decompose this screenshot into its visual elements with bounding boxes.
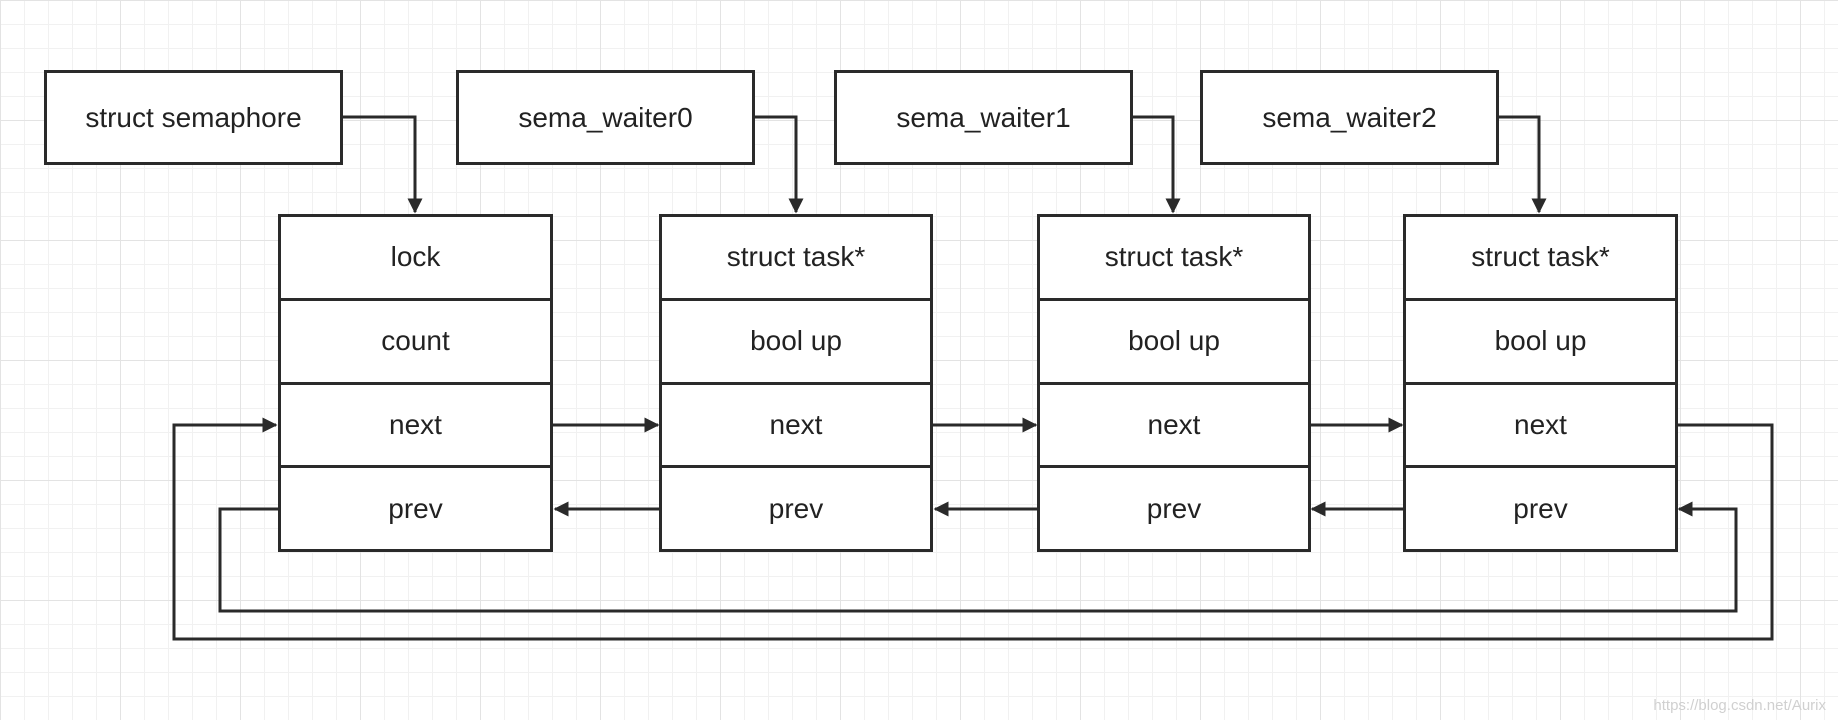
next-field: next — [281, 381, 550, 466]
label-struct-semaphore: struct semaphore — [44, 70, 343, 165]
next-field: next — [1040, 381, 1308, 466]
watermark: https://blog.csdn.net/Aurix — [1653, 697, 1826, 714]
waiter1-struct: struct task* bool up next prev — [1037, 214, 1311, 552]
waiter0-struct: struct task* bool up next prev — [659, 214, 933, 552]
count-field: count — [281, 297, 550, 382]
label-sema-waiter1: sema_waiter1 — [834, 70, 1133, 165]
waiter0-pointer-arrow — [754, 115, 804, 214]
waiter1-pointer-arrow — [1132, 115, 1181, 214]
lock-field: lock — [390, 241, 441, 273]
prev-field: prev — [1406, 465, 1675, 549]
label-sema-waiter0: sema_waiter0 — [456, 70, 755, 165]
task-field: struct task* — [1471, 241, 1610, 273]
prev-wraparound-arrow — [218, 501, 1738, 613]
waiter2-pointer-arrow — [1498, 115, 1547, 214]
semaphore-struct: lock count next prev — [278, 214, 553, 552]
prev-field: prev — [281, 465, 550, 549]
up-field: bool up — [1040, 297, 1308, 382]
prev-field: prev — [1040, 465, 1308, 549]
up-field: bool up — [662, 297, 930, 382]
next-field: next — [662, 381, 930, 466]
task-field: struct task* — [726, 241, 866, 273]
semaphore-pointer-arrow — [342, 115, 423, 214]
waiter2-struct: struct task* bool up next prev — [1403, 214, 1678, 552]
task-field: struct task* — [1104, 241, 1244, 273]
next-field: next — [1406, 381, 1675, 466]
up-field: bool up — [1406, 297, 1675, 382]
label-sema-waiter2: sema_waiter2 — [1200, 70, 1499, 165]
prev-field: prev — [662, 465, 930, 549]
next-wraparound-arrow — [172, 417, 1774, 641]
